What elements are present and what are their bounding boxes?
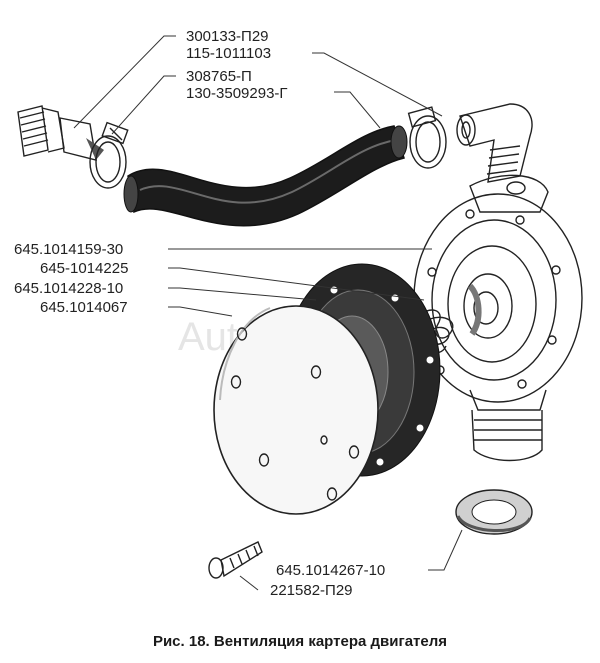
label-221582: 221582-П29: [270, 582, 353, 599]
leader-lines: [73, 35, 463, 591]
union-fitting: [17, 105, 104, 161]
label-300133: 300133-П29: [186, 28, 269, 45]
label-645-1014067: 645.1014067: [40, 299, 128, 316]
elbow-fitting: [456, 103, 533, 183]
label-645-1014159: 645.1014159-30: [14, 241, 123, 258]
label-645-1014267: 645.1014267-10: [276, 562, 385, 579]
label-308765: 308765-П: [186, 68, 252, 85]
label-645-1014228: 645.1014228-10: [14, 280, 123, 297]
hose-clamp-left: [89, 121, 129, 189]
mounting-screw: [208, 541, 263, 579]
hose-clamp-right: [407, 106, 447, 169]
cover-plate: [213, 305, 379, 515]
label-115-1011103: 115-1011103: [186, 45, 271, 62]
ventilation-hose: [123, 125, 408, 227]
label-130-3509293: 130-3509293-Г: [186, 85, 288, 102]
sealing-ring: [455, 489, 533, 535]
label-645-1014225: 645-1014225: [40, 260, 128, 277]
figure-caption: Рис. 18. Вентиляция картера двигателя: [153, 633, 447, 650]
